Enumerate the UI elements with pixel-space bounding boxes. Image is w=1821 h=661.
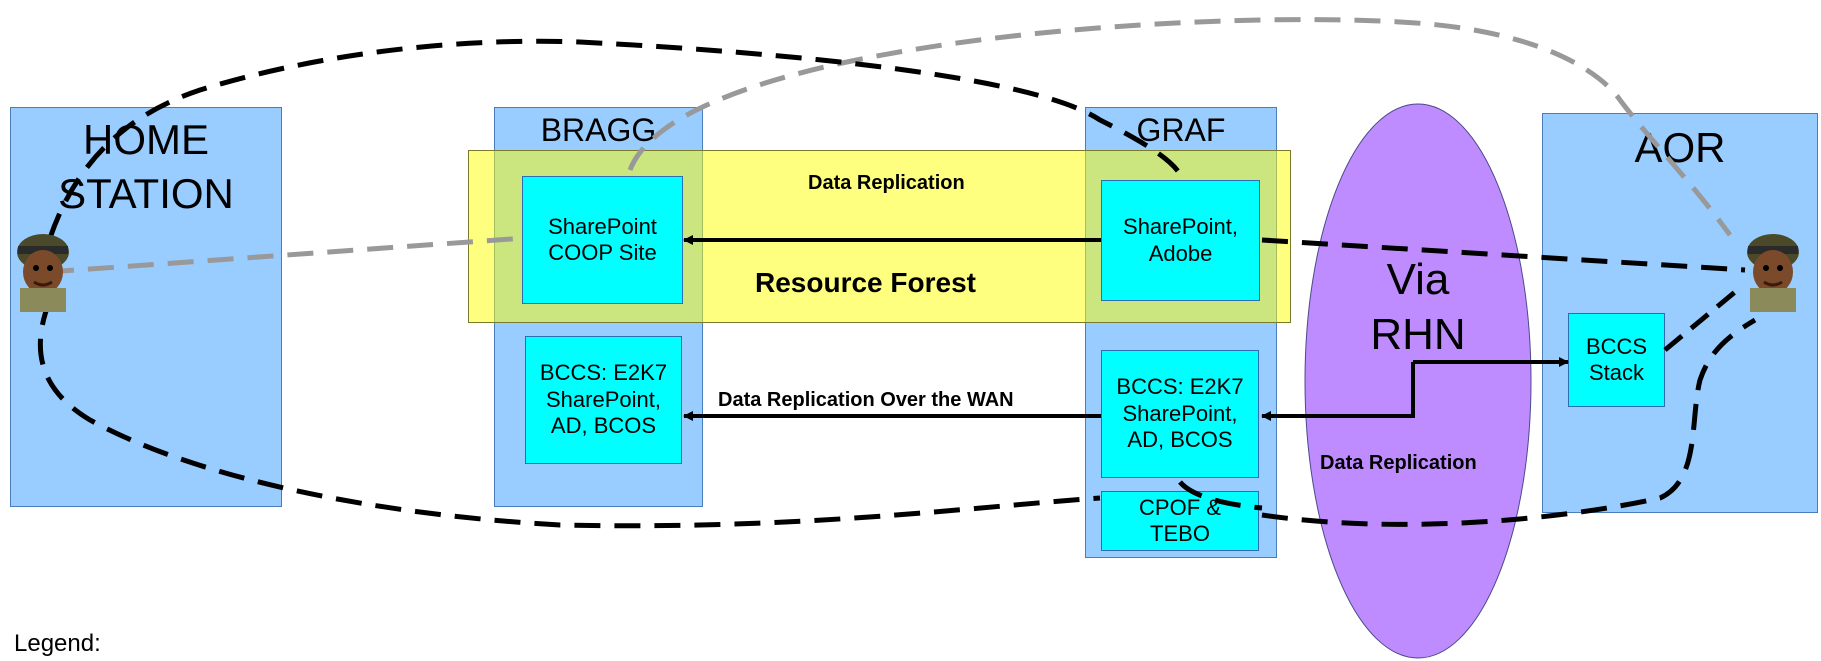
arrow-rhn-to-graf (1261, 362, 1415, 421)
gray-dashed-link-home-bragg (47, 235, 526, 275)
resource-forest-data-replication-label: Data Replication (808, 172, 965, 194)
graf-cpof-tebo-box: CPOF & TEBO (1101, 491, 1259, 551)
black-dashed-loop-graf (1178, 480, 1263, 511)
rhn-title-line1: Via (1386, 255, 1450, 304)
black-dashed-link-graf-aor (1261, 237, 1746, 273)
legend-title: Legend: (14, 630, 101, 657)
home-station-title-line2: STATION (58, 170, 234, 217)
black-dashed-arc-bottom-right (1261, 317, 1757, 527)
rhn-ellipse (1304, 103, 1532, 659)
home-station-title-line1: HOME (83, 116, 209, 163)
black-dashed-arc-bottom-left (37, 299, 1101, 529)
graf-bccs-box: BCCS: E2K7 SharePoint, AD, BCOS (1101, 350, 1259, 478)
resource-forest-label: Resource Forest (755, 267, 976, 298)
soldier-icon (17, 234, 69, 312)
bragg-title: BRAGG (540, 112, 657, 148)
rhn-data-replication-label: Data Replication (1320, 452, 1477, 474)
aor-title: AOR (1634, 124, 1726, 171)
black-dashed-arc-top-left (47, 38, 1185, 239)
graf-title: GRAF (1136, 112, 1226, 148)
bragg-sharepoint-coop-box: SharePoint COOP Site (522, 176, 683, 304)
soldier-icon (1747, 234, 1799, 312)
bragg-bccs-box: BCCS: E2K7 SharePoint, AD, BCOS (525, 336, 682, 464)
graf-sharepoint-adobe-box: SharePoint, Adobe (1101, 180, 1260, 301)
rhn-title-line2: RHN (1370, 310, 1466, 359)
black-dashed-link-stack-soldier (1663, 290, 1737, 352)
wan-replication-label: Data Replication Over the WAN (718, 389, 1014, 411)
aor-bccs-stack-box: BCCS Stack (1568, 313, 1665, 407)
gray-dashed-arc-top (627, 17, 1733, 237)
